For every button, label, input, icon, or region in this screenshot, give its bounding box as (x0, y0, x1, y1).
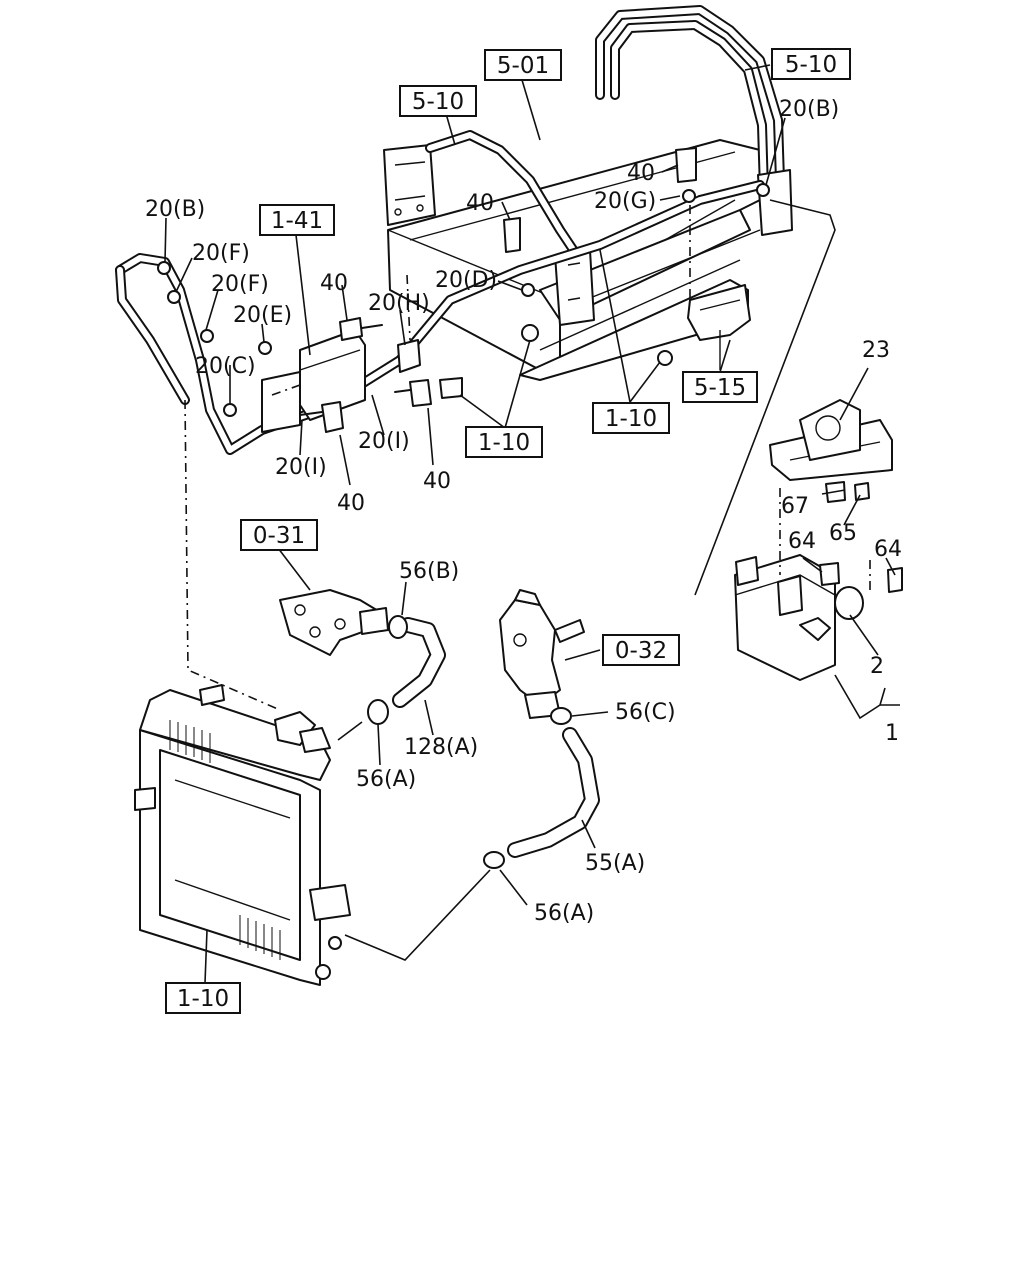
ref-box-1-10-middle[interactable]: 1-10 (465, 426, 543, 458)
callout-40-upper: 40 (627, 161, 655, 186)
callout-20d: 20(D) (435, 268, 497, 293)
svg-text:5-10: 5-10 (785, 52, 837, 78)
svg-text:1-10: 1-10 (177, 986, 229, 1012)
ref-box-0-32[interactable]: 0-32 (602, 634, 680, 666)
callout-56b: 56(B) (399, 559, 459, 584)
callout-20c: 20(C) (195, 354, 256, 379)
svg-text:1-10: 1-10 (605, 406, 657, 432)
callout-56c: 56(C) (615, 700, 676, 725)
svg-text:1-10: 1-10 (478, 430, 530, 456)
callout-1: 1 (885, 721, 899, 746)
ref-box-5-01[interactable]: 5-01 (484, 49, 562, 81)
svg-text:1-41: 1-41 (271, 208, 323, 234)
callout-40-left: 40 (320, 271, 348, 296)
svg-text:0-31: 0-31 (253, 523, 305, 549)
radiator-hoses (367, 615, 600, 869)
callout-56a-upper: 56(A) (356, 767, 416, 792)
ref-box-1-10-right[interactable]: 1-10 (592, 402, 670, 434)
callout-64-left: 64 (788, 529, 816, 554)
callout-65: 65 (829, 521, 857, 546)
callout-67: 67 (781, 494, 809, 519)
callout-56a-lower: 56(A) (534, 901, 594, 926)
connection-lines (184, 205, 871, 711)
bracket-5-15 (687, 284, 751, 370)
callout-20f-1: 20(F) (192, 241, 250, 266)
cab-mount-bracket-left (383, 130, 595, 326)
svg-text:5-01: 5-01 (497, 53, 549, 79)
leader-lines (164, 64, 900, 984)
reservoir-tank-assembly (734, 399, 903, 681)
callout-20b-upper: 20(B) (779, 97, 839, 122)
callout-labels: 20(B) 40 20(G) 40 20(D) 20(B) 20(F) 20(F… (145, 97, 902, 926)
callout-20g: 20(G) (594, 189, 656, 214)
callout-40-lower-left: 40 (337, 491, 365, 516)
ref-box-1-41[interactable]: 1-41 (259, 204, 335, 236)
callout-64-right: 64 (874, 537, 902, 562)
ref-box-1-10-bottom[interactable]: 1-10 (165, 982, 241, 1014)
callout-128a: 128(A) (404, 735, 478, 760)
callout-20h: 20(H) (368, 291, 430, 316)
callout-40-lower-right: 40 (423, 469, 451, 494)
callout-55a: 55(A) (585, 851, 645, 876)
ref-box-0-31[interactable]: 0-31 (240, 519, 318, 551)
callout-20e: 20(E) (233, 303, 292, 328)
callout-2: 2 (870, 654, 884, 679)
radiator (134, 684, 351, 986)
pipe-bracket-1-41 (261, 329, 421, 433)
water-outlet (499, 589, 585, 719)
callout-23: 23 (862, 338, 890, 363)
ref-box-5-10-right[interactable]: 5-10 (771, 48, 851, 80)
ref-box-5-15[interactable]: 5-15 (682, 371, 758, 403)
ref-box-5-10-left[interactable]: 5-10 (399, 85, 477, 117)
clips (157, 183, 770, 417)
callout-40-mid: 40 (466, 191, 494, 216)
callout-20f-2: 20(F) (211, 272, 269, 297)
bolts-40 (299, 147, 697, 433)
callout-20b-left: 20(B) (145, 197, 205, 222)
svg-text:5-10: 5-10 (412, 89, 464, 115)
callout-20i-left: 20(I) (275, 455, 327, 480)
svg-text:0-32: 0-32 (615, 638, 667, 664)
svg-text:5-15: 5-15 (694, 375, 746, 401)
thermostat-housing (279, 589, 389, 656)
callout-20i-mid: 20(I) (358, 429, 410, 454)
